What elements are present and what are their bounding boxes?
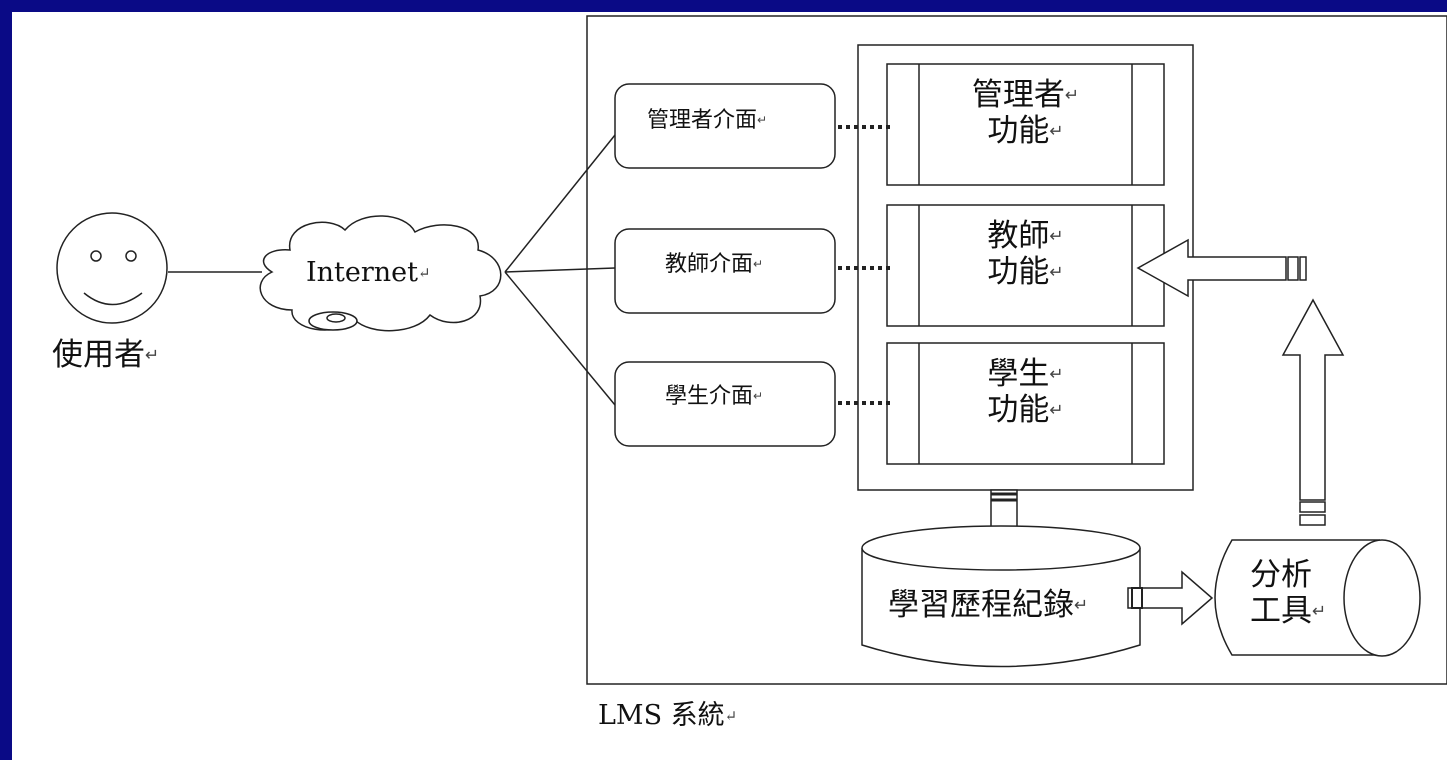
- database-cylinder: [861, 525, 1141, 668]
- admin-interface-label: 管理者介面↵: [647, 108, 768, 133]
- user-label: 使用者↵: [52, 337, 160, 373]
- teacher-interface-box: [614, 228, 836, 314]
- lms-system-caption: LMS 系統↵: [598, 700, 738, 731]
- lms-system-boundary: [586, 15, 1447, 685]
- admin-function-label: 管理者↵ 功能↵: [971, 77, 1080, 149]
- cloud-disc-icon: [308, 311, 358, 331]
- up-arrow-icon: [1281, 298, 1345, 526]
- left-border-bar: [0, 0, 12, 760]
- student-interface-label: 學生介面↵: [665, 384, 764, 409]
- internet-label: Internet↵: [306, 257, 431, 288]
- teacher-function-box: [886, 204, 1165, 327]
- student-interface-box: [614, 361, 836, 447]
- database-label: 學習歷程紀錄↵: [888, 587, 1089, 623]
- right-arrow-icon: [1127, 570, 1214, 626]
- user-smiley-icon: [56, 212, 168, 324]
- student-function-box: [886, 342, 1165, 465]
- top-border-bar: [0, 0, 1447, 12]
- left-arrow-icon: [1136, 238, 1307, 298]
- cloud-icon: [259, 215, 502, 332]
- interface-function-dotted-connectors: [838, 125, 890, 405]
- analysis-tool-label: 分析 工具↵: [1250, 557, 1327, 629]
- admin-function-box: [886, 63, 1165, 186]
- teacher-function-label: 教師↵ 功能↵: [987, 218, 1064, 290]
- student-function-label: 學生↵ 功能↵: [987, 356, 1064, 428]
- admin-interface-box: [614, 83, 836, 169]
- network-interface-connectors: [504, 134, 616, 406]
- analysis-tool-cylinder: [1214, 539, 1421, 657]
- teacher-interface-label: 教師介面↵: [665, 252, 764, 277]
